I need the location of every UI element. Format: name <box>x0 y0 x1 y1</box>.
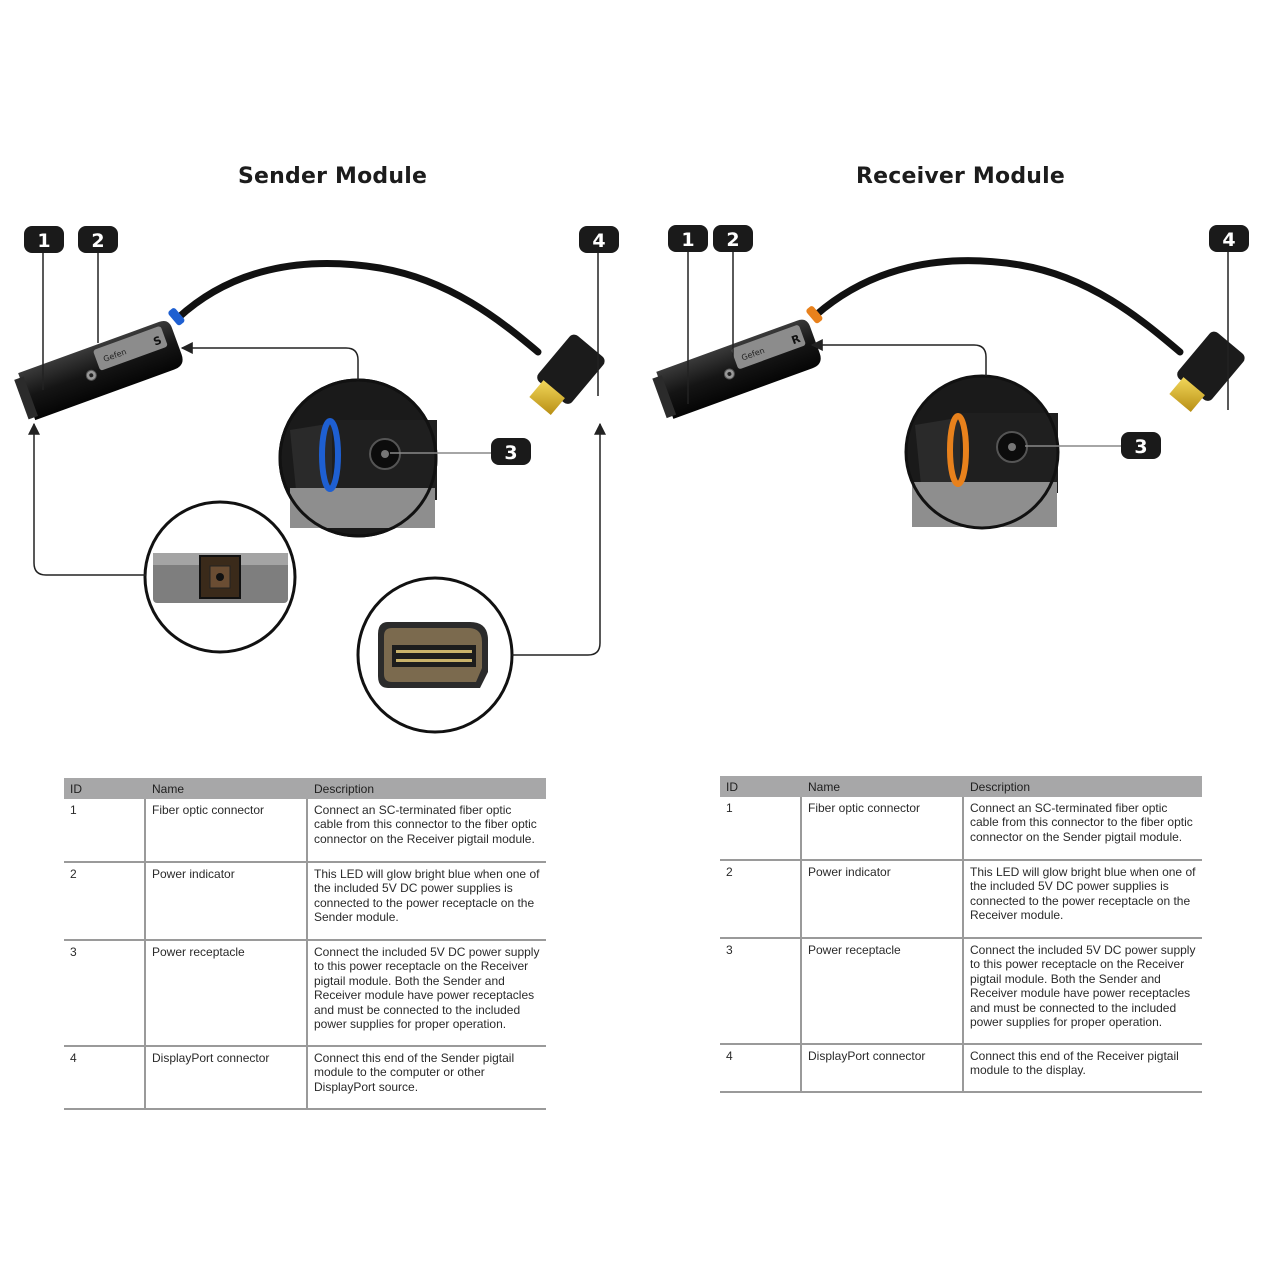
header-description: Description <box>306 778 546 799</box>
receiver-module-title: Receiver Module <box>856 164 1066 189</box>
svg-text:2: 2 <box>91 230 104 252</box>
row-description: Connect the included 5V DC power supply … <box>962 938 1202 1045</box>
receiver-callout-2: 2 <box>713 225 753 252</box>
table-row: 3 Power receptacle Connect the included … <box>720 938 1202 1045</box>
row-id: 3 <box>720 938 801 1045</box>
row-description: This LED will glow bright blue when one … <box>306 862 546 941</box>
row-description: This LED will glow bright blue when one … <box>962 860 1202 939</box>
table-row: 1 Fiber optic connector Connect an SC-te… <box>64 799 546 863</box>
sender-displayport-zoom <box>356 576 514 734</box>
svg-text:3: 3 <box>504 442 517 464</box>
header-name: Name <box>144 778 307 799</box>
sender-callout-4: 4 <box>579 226 619 253</box>
receiver-spec-table: ID Name Description 1 Fiber optic connec… <box>720 776 1202 1093</box>
sender-cable <box>174 260 542 356</box>
sender-fiber-connector-zoom <box>143 500 297 654</box>
svg-text:3: 3 <box>1134 436 1147 458</box>
sender-accent-ring <box>168 308 185 326</box>
row-name: Fiber optic connector <box>144 799 307 863</box>
row-id: 3 <box>64 940 145 1047</box>
receiver-displayport-plug <box>1169 331 1245 413</box>
receiver-module-body: Gefen R <box>652 319 821 419</box>
table-row: 1 Fiber optic connector Connect an SC-te… <box>720 797 1202 861</box>
sender-spec-table: ID Name Description 1 Fiber optic connec… <box>64 778 546 1110</box>
sender-displayport-plug <box>529 334 605 416</box>
row-id: 2 <box>64 862 145 941</box>
receiver-accent-ring <box>806 306 823 324</box>
table-row: 4 DisplayPort connector Connect this end… <box>64 1046 546 1110</box>
sender-callout-2: 2 <box>78 226 118 253</box>
receiver-callout-1: 1 <box>668 225 708 252</box>
row-id: 2 <box>720 860 801 939</box>
table-row: 3 Power receptacle Connect the included … <box>64 940 546 1047</box>
row-name: DisplayPort connector <box>144 1046 307 1110</box>
receiver-diagram: Gefen R 1 2 <box>652 225 1249 530</box>
sender-callout-1: 1 <box>24 226 64 253</box>
svg-text:2: 2 <box>726 229 739 251</box>
row-name: Power indicator <box>800 860 963 939</box>
row-id: 1 <box>720 797 801 861</box>
svg-text:4: 4 <box>592 230 605 252</box>
receiver-callout-4: 4 <box>1209 225 1249 252</box>
table-header-row: ID Name Description <box>720 776 1202 797</box>
row-description: Connect an SC-terminated fiber optic cab… <box>306 799 546 863</box>
sender-module-title: Sender Module <box>238 164 428 189</box>
row-description: Connect an SC-terminated fiber optic cab… <box>962 797 1202 861</box>
row-name: Power receptacle <box>800 938 963 1045</box>
row-id: 1 <box>64 799 145 863</box>
table-row: 2 Power indicator This LED will glow bri… <box>64 862 546 941</box>
header-id: ID <box>64 778 145 799</box>
sender-module-letter: S <box>152 334 164 349</box>
row-description: Connect the included 5V DC power supply … <box>306 940 546 1047</box>
row-name: Fiber optic connector <box>800 797 963 861</box>
svg-text:4: 4 <box>1222 229 1235 251</box>
table-header-row: ID Name Description <box>64 778 546 799</box>
header-id: ID <box>720 776 801 797</box>
row-name: Power indicator <box>144 862 307 941</box>
table-row: 2 Power indicator This LED will glow bri… <box>720 860 1202 939</box>
row-description: Connect this end of the Sender pigtail m… <box>306 1046 546 1110</box>
modules-diagram: Gefen S <box>14 225 1249 734</box>
sender-module-body: Gefen S <box>14 320 183 421</box>
svg-text:1: 1 <box>681 229 694 251</box>
row-id: 4 <box>64 1046 145 1110</box>
sender-callout-3: 3 <box>491 438 531 465</box>
row-id: 4 <box>720 1044 801 1093</box>
receiver-power-receptacle-zoom <box>906 376 1058 528</box>
sender-diagram: Gefen S <box>14 226 619 734</box>
table-row: 4 DisplayPort connector Connect this end… <box>720 1044 1202 1093</box>
receiver-callout-3: 3 <box>1121 432 1161 459</box>
receiver-cable <box>812 257 1184 356</box>
row-description: Connect this end of the Receiver pigtail… <box>962 1044 1202 1093</box>
row-name: DisplayPort connector <box>800 1044 963 1093</box>
header-name: Name <box>800 776 963 797</box>
row-name: Power receptacle <box>144 940 307 1047</box>
header-description: Description <box>962 776 1202 797</box>
svg-text:1: 1 <box>37 230 50 252</box>
